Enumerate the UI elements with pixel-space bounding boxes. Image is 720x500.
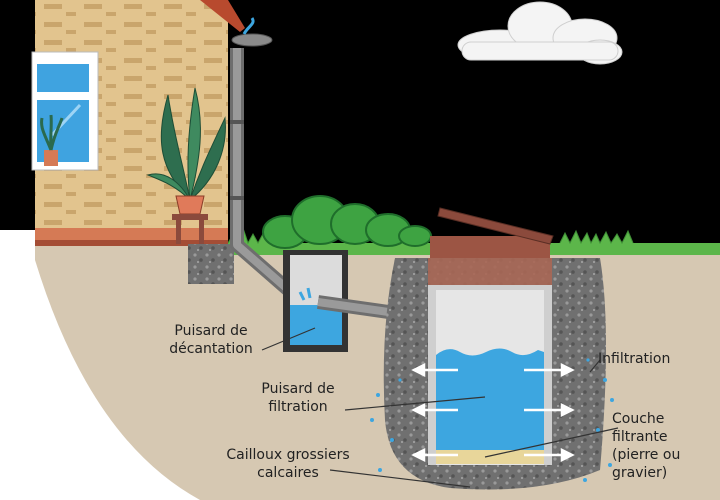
label-couche-filtrante: Couche filtrante (pierre ou gravier): [612, 411, 681, 481]
lid: [437, 207, 554, 245]
label-infiltration: Infiltration: [598, 351, 671, 367]
infiltration-arrows: [411, 362, 575, 463]
cloud-icon: [457, 1, 623, 65]
label-decantation: Puisard de décantation: [169, 323, 253, 357]
filtration-water: [436, 348, 544, 450]
foundation-gravel: [188, 244, 234, 284]
window: [31, 51, 99, 171]
water-droplets: [370, 358, 614, 482]
label-filtration: Puisard de filtration: [261, 381, 335, 415]
label-cailloux: Cailloux grossiers calcaires: [226, 447, 350, 481]
filter-layer: [436, 450, 544, 464]
bush: [262, 195, 432, 249]
potted-plant: [146, 87, 226, 244]
leader-lines: [261, 327, 619, 488]
decantation-sump: [283, 250, 348, 352]
